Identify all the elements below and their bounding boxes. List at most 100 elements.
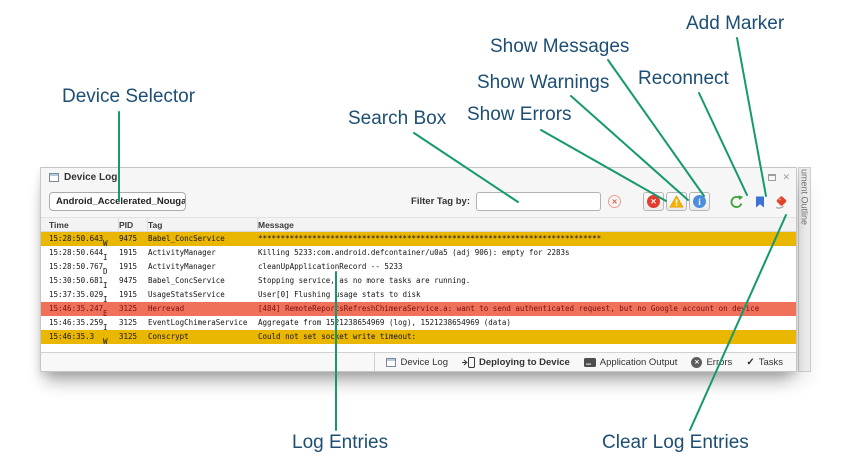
log-cell-message: Killing 5233:com.android.defcontainer/u0…: [258, 248, 570, 257]
log-entries-table: 15:28:50.643W 9475 Babel_ConcService ***…: [41, 232, 796, 344]
filter-search-box[interactable]: [476, 192, 601, 211]
status-bar-divider: [374, 353, 376, 371]
errors-circle-x-icon: [691, 356, 703, 368]
log-cell-pid: 1915: [119, 290, 138, 299]
log-cell-time: 15:37:35.029I: [49, 290, 108, 302]
deploy-to-device-icon: [461, 356, 475, 368]
status-tab-application-output[interactable]: Application Output: [577, 357, 685, 368]
log-row[interactable]: 15:28:50.644I 1915 ActivityManager Killi…: [41, 246, 796, 260]
log-row[interactable]: 15:28:50.643W 9475 Babel_ConcService ***…: [41, 232, 796, 246]
callout-clear-log-entries: Clear Log Entries: [602, 432, 749, 453]
green-refresh-arrows-icon: [730, 194, 744, 208]
status-tab-errors[interactable]: Errors: [684, 356, 739, 368]
column-header-tag[interactable]: Tag: [148, 218, 258, 232]
log-row[interactable]: 15:30:50.681I 9475 Babel_ConcService Sto…: [41, 274, 796, 288]
log-cell-tag: ActivityManager: [148, 248, 216, 257]
blue-info-circle-icon: [693, 195, 706, 208]
log-cell-time: 15:28:50.643W: [49, 234, 108, 246]
float-window-icon[interactable]: [768, 173, 777, 181]
log-cell-tag: EventLogChimeraService: [148, 318, 248, 327]
log-cell-pid: 3125: [119, 304, 138, 313]
log-cell-pid: 3125: [119, 332, 138, 341]
log-cell-tag: Herrevad: [148, 304, 185, 313]
log-cell-tag: Babel_ConcService: [148, 276, 225, 285]
filter-search-input[interactable]: [477, 193, 600, 210]
device-selector-value: Android_Accelerated_Nougat: [56, 196, 186, 207]
log-cell-pid: 1915: [119, 262, 138, 271]
output-window-status-bar: Device Log Deploying to Device Applicati…: [41, 352, 796, 371]
show-messages-button[interactable]: [689, 192, 710, 211]
status-tab-label: Application Output: [599, 356, 678, 368]
reconnect-button[interactable]: [729, 194, 744, 209]
log-cell-tag: ActivityManager: [148, 262, 216, 271]
log-cell-message: User[0] Flushing usage stats to disk: [258, 290, 421, 299]
log-cell-pid: 3125: [119, 318, 138, 327]
show-errors-button[interactable]: [643, 192, 664, 211]
show-warnings-button[interactable]: [666, 192, 687, 211]
yellow-warning-triangle-icon: [669, 195, 684, 208]
column-header-pid[interactable]: PID: [119, 218, 148, 232]
device-selector-dropdown[interactable]: Android_Accelerated_Nougat: [49, 192, 186, 211]
log-cell-pid: 9475: [119, 234, 138, 243]
callout-show-warnings: Show Warnings: [477, 72, 610, 93]
application-output-icon: [583, 357, 596, 367]
log-table-header: Time PID Tag Message: [41, 217, 796, 232]
log-table-empty-area: [41, 344, 796, 352]
status-tab-tasks[interactable]: Tasks: [739, 357, 790, 368]
log-cell-pid: 1915: [119, 248, 138, 257]
close-icon[interactable]: [782, 174, 790, 181]
status-tab-label: Device Log: [400, 356, 448, 368]
log-cell-tag: Babel_ConcService: [148, 234, 225, 243]
document-outline-label: ument Outline: [799, 169, 810, 226]
filter-tag-label: Filter Tag by:: [411, 196, 470, 207]
callout-show-errors: Show Errors: [467, 104, 572, 125]
panel-tab-bar: Device Log: [41, 168, 796, 186]
panel-tab-title[interactable]: Device Log: [64, 171, 118, 183]
log-cell-message: Stopping service, as no more tasks are r…: [258, 276, 471, 285]
status-tab-deploying[interactable]: Deploying to Device: [455, 356, 577, 368]
log-cell-message: [484] RemoteReportsRefreshChimeraService…: [258, 304, 760, 313]
callout-reconnect: Reconnect: [638, 68, 729, 89]
red-circle-x-icon: [647, 195, 660, 208]
panel-toolbar: Android_Accelerated_Nougat Filter Tag by…: [41, 186, 796, 217]
callout-search-box: Search Box: [348, 108, 447, 129]
log-row[interactable]: 15:28:50.767D 1915 ActivityManager clean…: [41, 260, 796, 274]
log-row[interactable]: 15:46:35.259I 3125 EventLogChimeraServic…: [41, 316, 796, 330]
log-cell-time: 15:46:35.3W: [49, 332, 108, 344]
callout-device-selector: Device Selector: [62, 86, 196, 107]
log-cell-tag: UsageStatsService: [148, 290, 225, 299]
blue-bookmark-icon: [756, 196, 764, 207]
window-icon: [386, 357, 397, 367]
log-cell-tag: Conscrypt: [148, 332, 189, 341]
log-cell-message: ****************************************…: [258, 234, 602, 243]
status-tab-label: Deploying to Device: [478, 356, 570, 368]
status-tab-label: Errors: [706, 356, 733, 368]
column-header-message[interactable]: Message: [258, 220, 294, 230]
callout-show-messages: Show Messages: [490, 36, 630, 57]
document-outline-side-tab[interactable]: ument Outline: [798, 167, 811, 372]
callout-add-marker: Add Marker: [686, 13, 785, 34]
column-header-time[interactable]: Time: [49, 218, 119, 232]
log-cell-time: 15:46:35.247E: [49, 304, 108, 316]
log-cell-pid: 9475: [119, 276, 138, 285]
log-cell-time: 15:28:50.767D: [49, 262, 108, 274]
log-row[interactable]: 15:37:35.029I 1915 UsageStatsService Use…: [41, 288, 796, 302]
log-cell-message: cleanUpApplicationRecord -- 5233: [258, 262, 403, 271]
log-cell-time: 15:46:35.259I: [49, 318, 108, 330]
tasks-check-icon: [746, 357, 754, 368]
clear-log-entries-button[interactable]: [774, 195, 789, 209]
add-marker-button[interactable]: [755, 196, 765, 208]
log-cell-time: 15:28:50.644I: [49, 248, 108, 260]
log-row[interactable]: 15:46:35.3W 3125 Conscrypt Could not set…: [41, 330, 796, 344]
log-cell-time: 15:30:50.681I: [49, 276, 108, 288]
log-cell-message: Aggregate from 1521238654969 (log), 1521…: [258, 318, 511, 327]
status-tab-label: Tasks: [758, 356, 783, 368]
status-tab-device-log[interactable]: Device Log: [379, 357, 455, 368]
log-level-toggle-group: [643, 192, 710, 211]
log-row[interactable]: 15:46:35.247E 3125 Herrevad [484] Remote…: [41, 302, 796, 316]
clear-filter-icon[interactable]: [608, 195, 621, 208]
red-eraser-icon: [775, 195, 787, 209]
device-log-tab-icon: [49, 172, 59, 182]
log-cell-message: Could not set socket write timeout:: [258, 332, 417, 341]
device-log-panel: Device Log Android_Accelerated_Nougat Fi…: [40, 167, 797, 372]
